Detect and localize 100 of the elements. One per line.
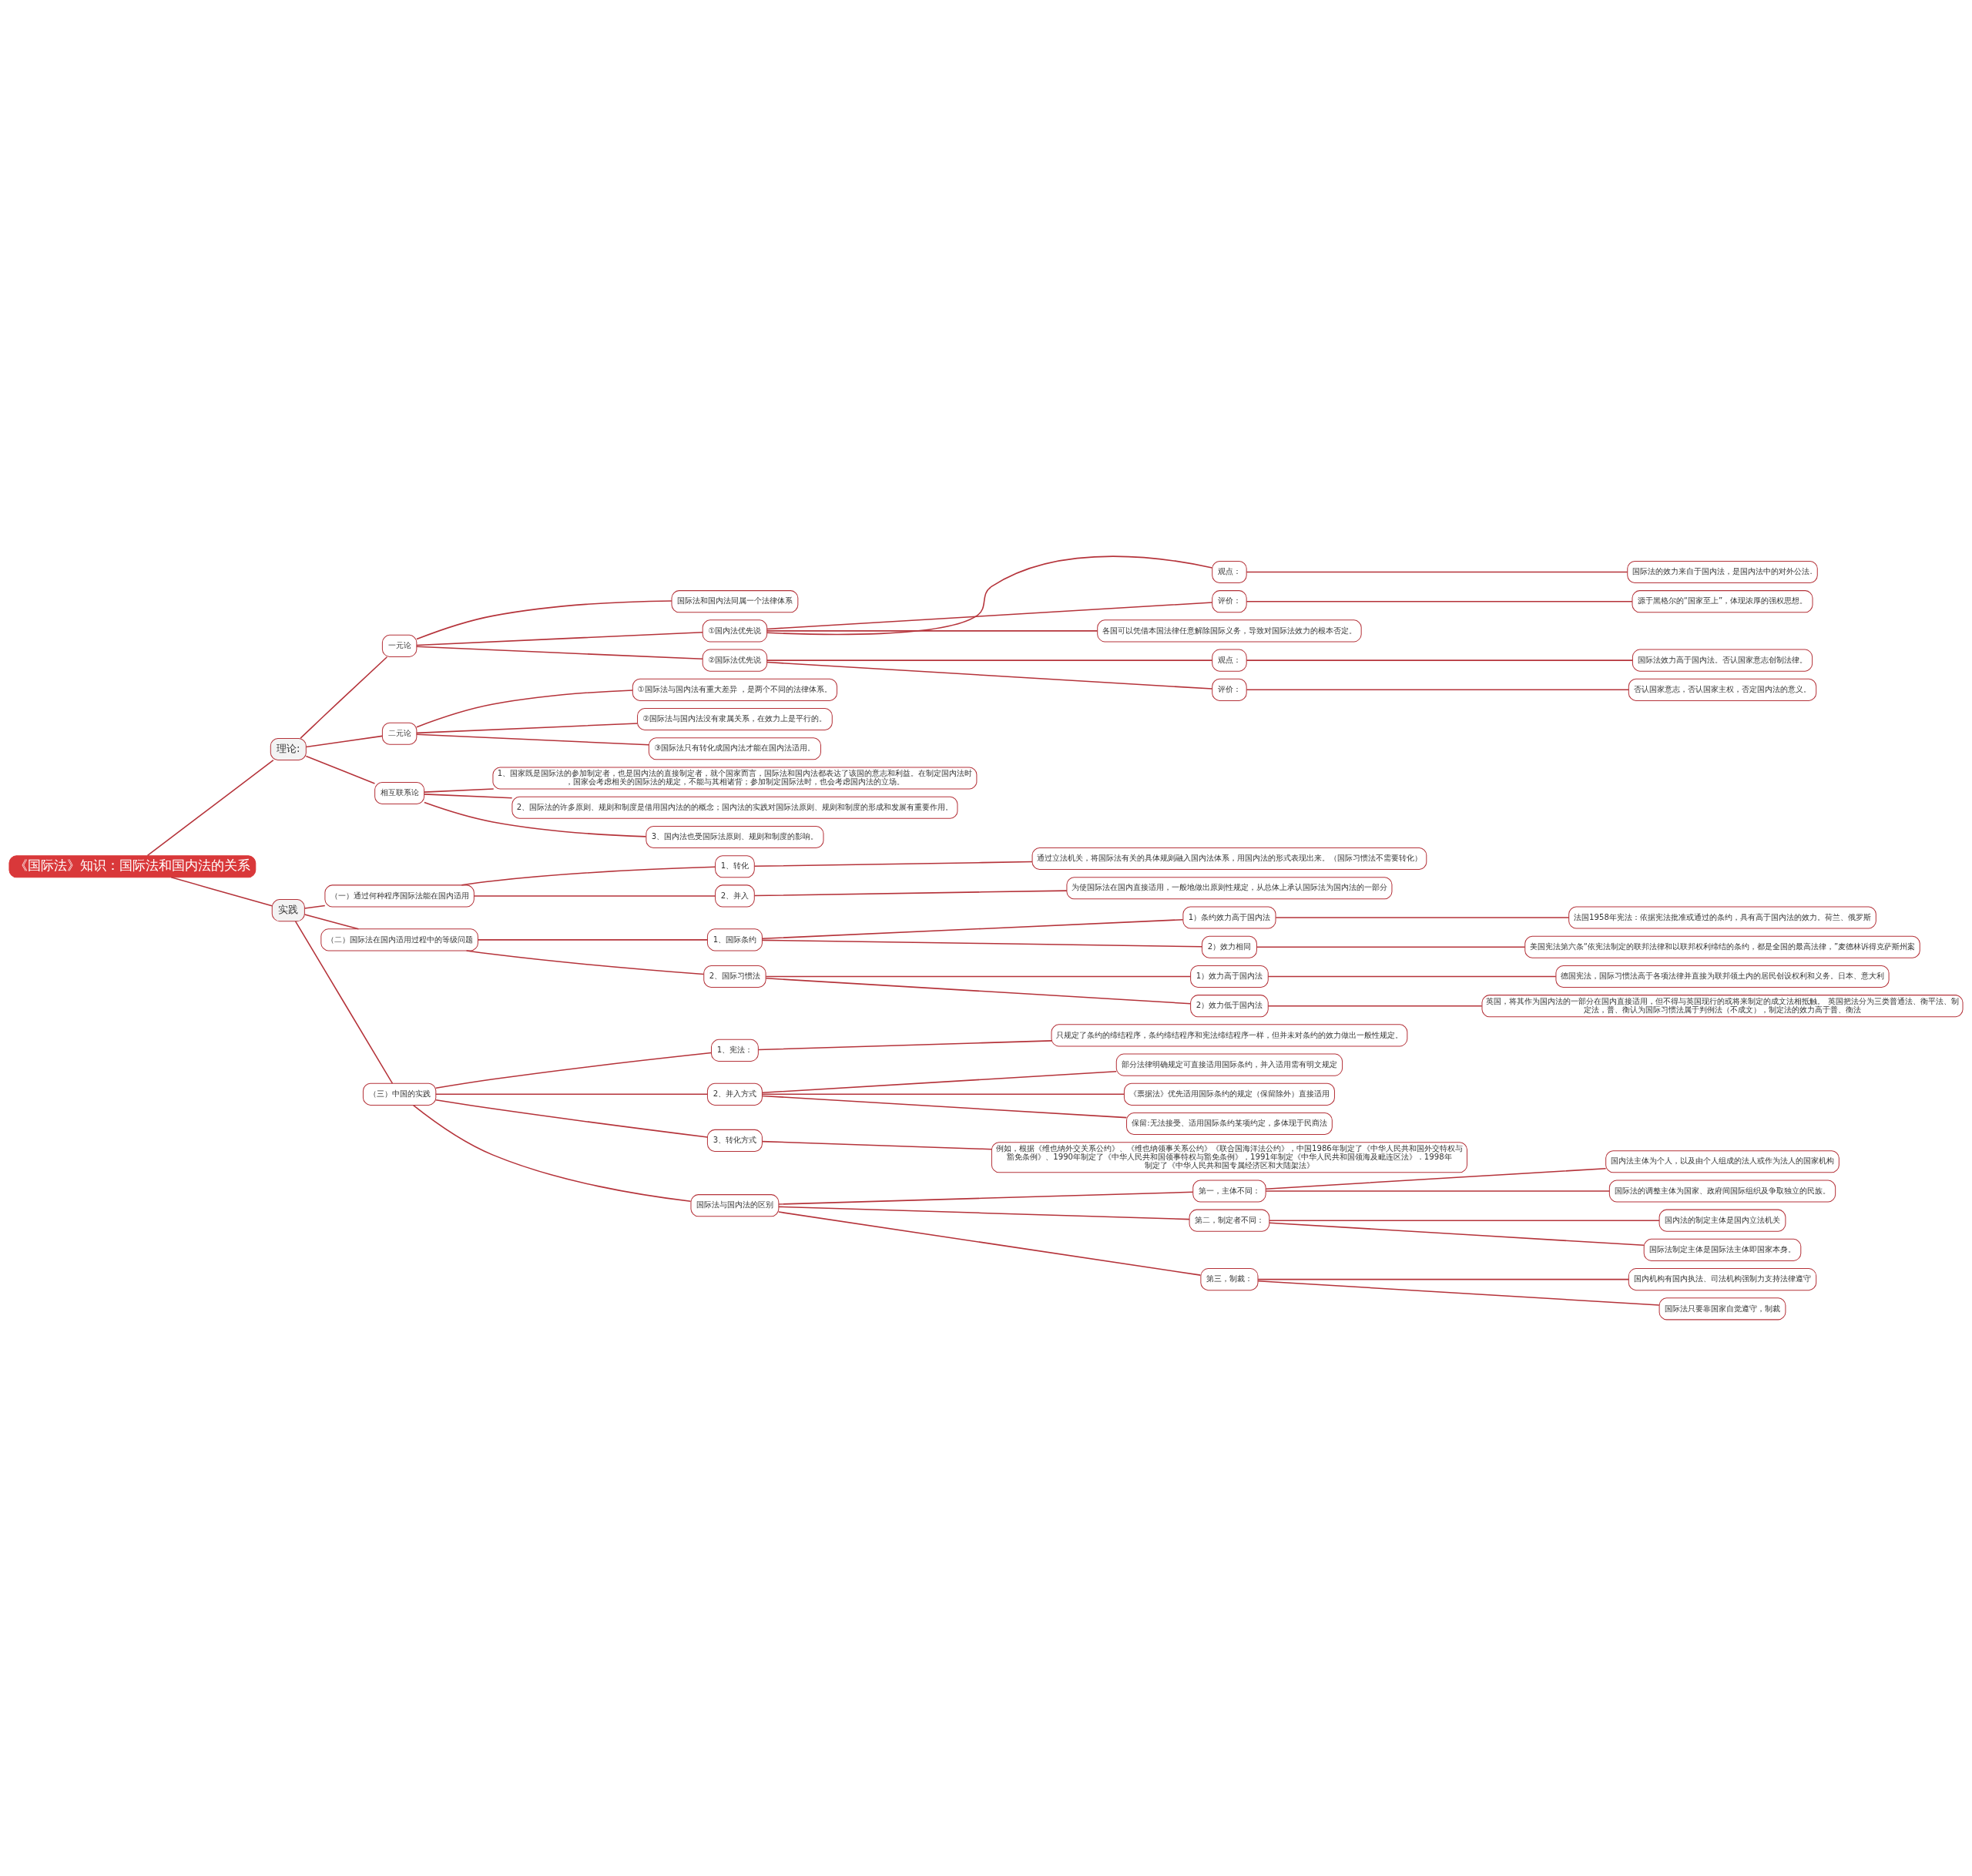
node-box: 1、转化 (715, 855, 755, 878)
node-box: 相互联系论 (374, 781, 425, 805)
connector (1246, 689, 1630, 691)
connector (1267, 1005, 1483, 1007)
connector (146, 759, 274, 857)
connector (1265, 1167, 1607, 1190)
connector (435, 1052, 713, 1089)
connector (435, 1093, 708, 1096)
node-box: 《国际法》知识：国际法和国内法的关系 (8, 855, 257, 878)
node-box: 3、转化方式 (706, 1129, 763, 1152)
node-box: 第三，制裁： (1200, 1268, 1259, 1291)
connector (761, 939, 1203, 948)
connector (461, 866, 716, 886)
node-box: 为使国际法在国内直接适用，一般地做出原则性规定，从总体上承认国际法为国内法的一部分 (1066, 877, 1393, 900)
node-box: 国际法的调整主体为国家、政府间国际组织及争取独立的民族。 (1608, 1180, 1836, 1203)
connector (766, 602, 1213, 630)
connector (757, 1040, 1052, 1051)
node-box: 1、国际条约 (706, 928, 763, 951)
node-box: 国内机构有国内执法、司法机构强制力支持法律遵守 (1628, 1268, 1817, 1291)
node-box: 评价： (1212, 678, 1247, 701)
connector (1269, 1220, 1660, 1221)
connector (1246, 600, 1633, 602)
connector (416, 723, 639, 734)
node-box: 国际法和国内法同属一个法律体系 (671, 590, 799, 613)
connector (477, 939, 708, 941)
node-box: （二）国际法在国内适用过程中的等级问题 (320, 928, 478, 951)
node-box: 一元论 (381, 634, 418, 657)
node-box: 通过立法机关，将国际法有关的具体规则融入国内法体系，用国内法的形式表现出来。（国际习惯法不需要转化） (1031, 847, 1427, 871)
connector (305, 735, 383, 748)
connector (1256, 946, 1526, 948)
connector (778, 1206, 1190, 1220)
node-box: 国际法与国内法的区别 (690, 1194, 780, 1217)
node-box: 各国可以凭借本国法律任意解除国际义务，导致对国际法效力的根本否定。 (1097, 619, 1362, 643)
node-box: 2、并入 (715, 884, 755, 908)
connector (778, 1211, 1202, 1276)
node-box: 1）条约效力高于国内法 (1182, 906, 1276, 929)
node-box: （一）通过何种程序国际法能在国内适用 (324, 884, 475, 908)
connector (435, 1099, 709, 1138)
connector (412, 1104, 692, 1203)
node-box: ③国际法只有转化成国内法才能在国内法适用。 (648, 737, 821, 760)
connector (416, 631, 703, 646)
node-box: 国内法的制定主体是国内立法机关 (1658, 1209, 1786, 1232)
node-box: ①国际法与国内法有重大差异 ，是两个不同的法律体系。 (632, 678, 838, 701)
node-box: 1、国家既是国际法的参加制定者，也是国内法的直接制定者，就个国家而言，国际法和国内法都表达了该国的意志和利益。在制定国内法时，国家会考虑相关的国际法的规定，不能与其相诸背；参加制定国际法时，也会考虑国内法的立场。 (492, 767, 978, 790)
connector (1269, 1222, 1645, 1247)
node-box: 二元论 (381, 722, 418, 745)
connector (424, 788, 495, 793)
connector (300, 656, 388, 739)
connector (170, 877, 273, 907)
connector (1246, 571, 1628, 573)
connector (1257, 1278, 1630, 1280)
node-box: 2）效力相同 (1201, 935, 1257, 958)
node-box: ②国际法与国内法没有隶属关系，在效力上是平行的。 (637, 708, 833, 731)
connector (765, 975, 1192, 978)
node-box: 2、国际法的许多原则、规则和制度是借用国内法的的概念；国内法的实践对国际法原则、规则和制度的形成和发展有重要作用。 (511, 796, 958, 819)
node-box: 部分法律明确规定可直接适用国际条约，并入适用需有明文规定 (1115, 1053, 1343, 1076)
node-box: 观点： (1212, 560, 1247, 583)
connector (1275, 917, 1570, 918)
connector (1246, 659, 1634, 661)
node-box: 英国，将其作为国内法的一部分在国内直接适用，但不得与英国现行的或将来制定的成文法相抵触。 英国把法分为三类普通法、衡平法、制定法，普、衡认为国际习惯法属于判例法（不成文），制定法的效力高于普、衡法 (1481, 995, 1964, 1018)
connector (294, 921, 394, 1084)
connector (761, 1095, 1128, 1119)
connector (473, 895, 716, 897)
connector (761, 1071, 1117, 1094)
connector (416, 733, 649, 746)
connector (1257, 1280, 1660, 1306)
connector (778, 1191, 1194, 1205)
node-box: 1）效力高于国内法 (1190, 965, 1269, 988)
connector (304, 914, 360, 930)
node-box: 国际法只要靠国家自觉遵守，制裁 (1658, 1297, 1786, 1321)
connector (424, 794, 513, 799)
node-box: 1、宪法： (711, 1039, 759, 1062)
node-box: 2、国际习惯法 (703, 965, 766, 988)
node-box: 理论: (270, 738, 307, 761)
node-box: 国际法效力高于国内法。否认国家意志创制法律。 (1632, 649, 1813, 672)
node-box: 源于黑格尔的“国家至上”，体现浓厚的强权思想。 (1632, 590, 1813, 613)
connector (1267, 975, 1557, 978)
connector (416, 690, 633, 728)
connector (761, 1093, 1125, 1096)
node-box: 国际法的效力来自于国内法，是国内法中的对外公法. (1627, 560, 1818, 583)
node-box: 《票据法》优先适用国际条约的规定（保留除外）直接适用 (1123, 1082, 1335, 1106)
connector (765, 978, 1192, 1005)
connector (304, 904, 326, 909)
node-box: 保留:无法接受、适用国际条约某项约定，多体现于民商法 (1126, 1113, 1333, 1136)
node-box: 实践 (271, 899, 305, 922)
connector (305, 755, 376, 784)
node-box: （三）中国的实践 (362, 1082, 437, 1106)
node-box: 第二，制定者不同： (1189, 1209, 1270, 1232)
connector (766, 661, 1213, 690)
node-box: 只规定了条约的缔结程序，条约缔结程序和宪法缔结程序一样，但并未对条约的效力做出一般性规定。 (1051, 1024, 1408, 1047)
connector (1265, 1190, 1611, 1192)
connector (416, 646, 703, 660)
connector (766, 630, 1098, 632)
node-box: 评价： (1212, 590, 1247, 613)
node-box: 否认国家意志，否认国家主权，否定国内法的意义。 (1628, 678, 1817, 701)
connector (465, 950, 705, 975)
connector (766, 659, 1213, 661)
node-box: 国内法主体为个人，以及由个人组成的法人或作为法人的国家机构 (1605, 1150, 1840, 1173)
connector (766, 555, 1213, 636)
node-box: ①国内法优先说 (702, 619, 768, 643)
